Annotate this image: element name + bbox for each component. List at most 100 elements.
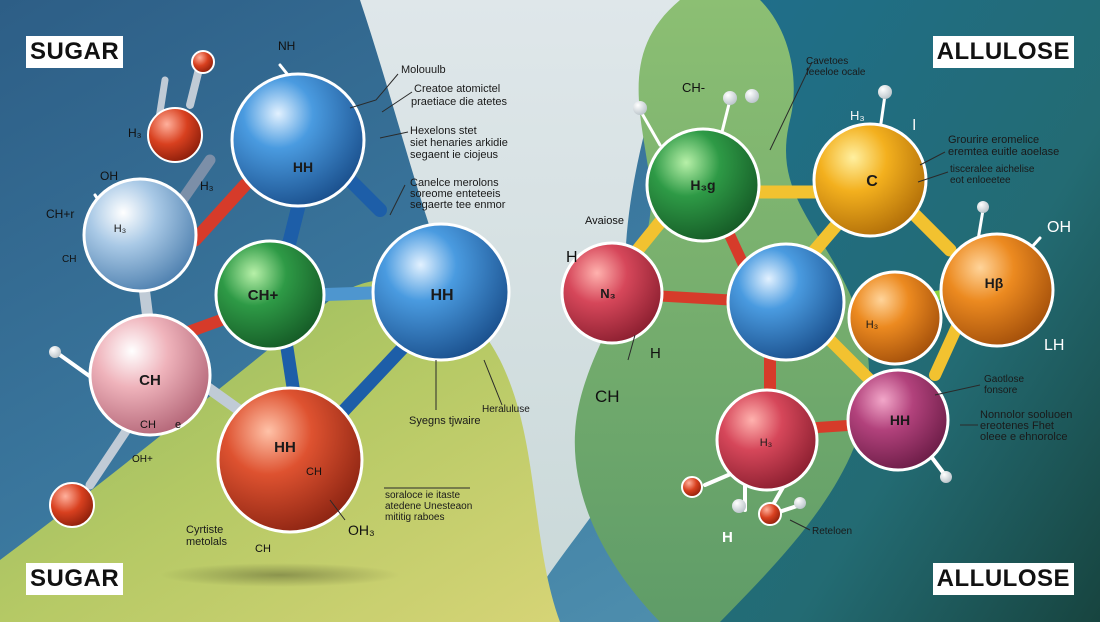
sugar-atom-label: HH <box>274 439 296 456</box>
allulose-note: Grourire eromelice eremtea euitle aoelas… <box>948 134 1059 158</box>
allulose-atom-labels: H₃g C N₃ H₃ Hβ H₃ HH <box>600 173 1003 449</box>
allulose-atom-label: C <box>866 173 878 190</box>
allulose-label: H₃ <box>850 108 865 123</box>
allulose-atoms <box>560 85 1055 526</box>
allulose-hydrogen <box>732 499 746 513</box>
allulose-atom-green <box>645 127 761 243</box>
sugar-note: Canelce merolons soreome enteteeis segae… <box>410 177 506 211</box>
allulose-leader-lines <box>627 61 981 531</box>
allulose-atom-blue <box>726 242 846 362</box>
allulose-atom-crimson-left <box>560 241 664 345</box>
allulose-atom-magenta <box>846 368 950 472</box>
allulose-label: H <box>722 529 733 546</box>
sugar-hydrogen-small <box>49 346 61 358</box>
sugar-note: Creatoe atomictel praetiace die atetes <box>411 83 508 108</box>
allulose-atom-label: Hβ <box>985 275 1004 291</box>
sugar-label: H₃ <box>200 179 214 193</box>
allulose-note: Cavetoes feeeloe ocale <box>806 56 866 78</box>
allulose-label: Avaiose <box>585 215 624 227</box>
allulose-label: CH- <box>682 80 705 95</box>
sugar-atom-top-blue <box>230 72 366 208</box>
sugar-annotations: Molouulb Creatoe atomictel praetiace die… <box>186 64 530 548</box>
sugar-atom-label: H₃ <box>114 223 126 235</box>
allulose-title-top: ALLULOSE <box>932 36 1074 68</box>
sugar-atom-label: CH+ <box>248 287 279 304</box>
allulose-note: Gaotlose fonsore <box>984 374 1027 396</box>
sugar-atom-label: CH <box>139 372 161 389</box>
allulose-atom-orange <box>939 232 1055 348</box>
sugar-atoms <box>49 50 511 534</box>
sugar-shadow <box>160 563 400 587</box>
sugar-atom-label: HH <box>293 159 313 175</box>
sugar-label: H₃ <box>128 126 142 140</box>
sugar-label: OH₃ <box>348 522 375 538</box>
allulose-atom-label: HH <box>890 412 910 428</box>
sugar-note: Syegns tjwaire <box>409 415 481 427</box>
allulose-hydrogen <box>878 85 892 99</box>
allulose-hydrogen <box>940 471 952 483</box>
allulose-atom-red-small <box>758 502 782 526</box>
allulose-hydrogen <box>977 201 989 213</box>
sugar-atom-red-large <box>216 386 364 534</box>
allulose-element-labels: CH- H₃ I Avaiose H OH H LH CH H <box>566 80 1071 546</box>
sugar-label: NH <box>278 39 295 53</box>
bond <box>638 108 662 147</box>
allulose-atom-label: H₃ <box>760 437 772 449</box>
allulose-label: H <box>650 345 661 362</box>
bond <box>976 208 985 242</box>
sugar-atom-light-blue <box>82 177 198 293</box>
allulose-hydrogen <box>723 91 737 105</box>
bond <box>654 290 736 306</box>
sugar-atom-right-blue <box>371 222 511 362</box>
allulose-note: Nonnolor sooluoen ereotenes Fhet oleee e… <box>980 409 1075 443</box>
sugar-element-labels: NH H₃ OH CH+r H₃ CH CH e CH OH₃ CH OH+ <box>46 39 375 555</box>
sugar-label: OH+ <box>132 454 153 465</box>
sugar-atom-red-small <box>147 107 203 163</box>
bond <box>928 453 947 477</box>
allulose-molecule: H₃g C N₃ H₃ Hβ H₃ HH CH- H₃ I Avaiose H … <box>560 56 1075 546</box>
allulose-atom-red-small <box>681 476 703 498</box>
allulose-title-bottom: ALLULOSE <box>932 563 1074 595</box>
sugar-note: Cyrtiste metolals <box>186 524 227 548</box>
allulose-hydrogen <box>633 101 647 115</box>
allulose-atom-yellow <box>812 122 928 238</box>
sugar-label: CH <box>255 543 271 555</box>
sugar-atom-label: HH <box>430 287 453 304</box>
sugar-title-top: SUGAR <box>26 36 124 68</box>
sugar-title-bottom: SUGAR <box>26 563 124 595</box>
sugar-note: Molouulb <box>401 64 446 76</box>
bond <box>824 334 876 386</box>
sugar-label: OH <box>100 169 118 183</box>
allulose-atom-label: H₃ <box>866 319 878 331</box>
sugar-label: CH <box>62 254 76 265</box>
allulose-hydrogen <box>794 497 806 509</box>
allulose-label: OH <box>1047 219 1071 236</box>
allulose-atom-orange-small <box>847 270 943 366</box>
sugar-leader-lines <box>329 73 503 521</box>
sugar-atom-red-tiny <box>191 50 215 74</box>
sugar-label: CH <box>306 466 322 478</box>
allulose-note: tisceralee aichelise eot enloeetee <box>950 164 1037 186</box>
allulose-label: LH <box>1044 337 1064 354</box>
sugar-atom-labels: HH CH+ HH CH HH H₃ <box>114 159 454 456</box>
sugar-note: Hexelons stet siet henaries arkidie sega… <box>410 125 511 161</box>
allulose-atom-crimson-bottom <box>715 388 819 492</box>
allulose-annotations: Cavetoes feeeloe ocale Grourire eromelic… <box>806 56 1075 537</box>
sugar-atom-red-bottom <box>49 482 95 528</box>
allulose-note: Reteloen <box>812 526 852 537</box>
sugar-atom-green <box>214 239 326 351</box>
sugar-molecule: HH CH+ HH CH HH H₃ NH H₃ OH CH+r H₃ CH C… <box>46 39 530 587</box>
sugar-note: soraloce ie itaste atedene Unesteaon mit… <box>385 490 475 523</box>
sugar-label: CH <box>140 419 156 431</box>
allulose-label: CH <box>595 387 620 406</box>
allulose-hydrogen <box>745 89 759 103</box>
bond <box>188 178 252 247</box>
sugar-note: Heraluluse <box>482 404 530 415</box>
bond <box>903 203 957 257</box>
allulose-label: I <box>912 117 916 134</box>
sugar-label: e <box>175 419 181 431</box>
allulose-atom-label: H₃g <box>690 177 715 193</box>
allulose-atom-label: N₃ <box>600 286 615 301</box>
sugar-label: CH+r <box>46 207 74 221</box>
